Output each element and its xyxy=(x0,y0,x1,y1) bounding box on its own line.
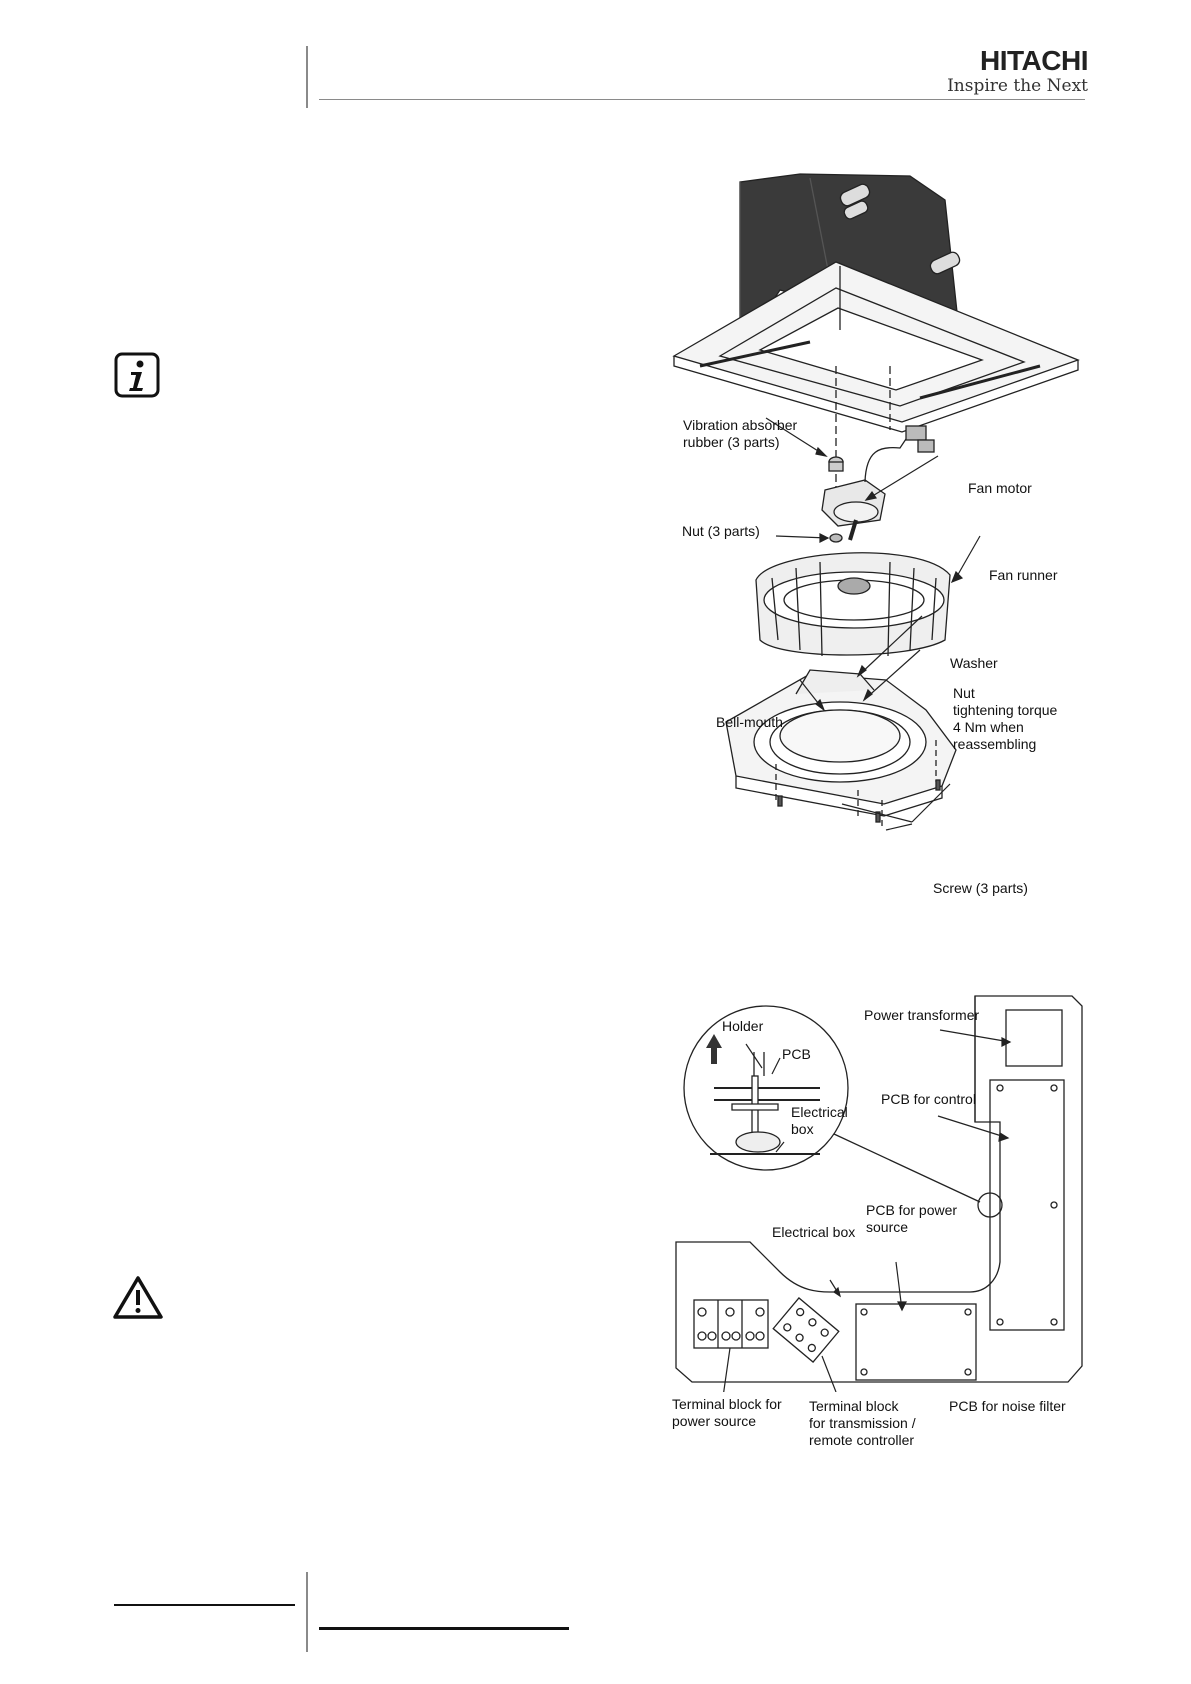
label-electrical-box: Electrical box xyxy=(772,1224,856,1240)
footer-right-rule xyxy=(319,1627,569,1630)
terminal-block-power xyxy=(693,1299,769,1349)
label-nut-2: tightening torque xyxy=(953,702,1058,718)
label-terminal-block-trans-3: remote controller xyxy=(809,1432,915,1448)
pcb-control-box xyxy=(989,1079,1065,1331)
header-vertical-rule xyxy=(306,46,308,108)
label-electrical-box-detail-1: Electrical xyxy=(791,1104,848,1120)
label-nut-3-parts: Nut (3 parts) xyxy=(682,523,760,539)
label-pcb-for-noise-filter: PCB for noise filter xyxy=(949,1398,1066,1414)
label-vibration-absorber-1: Vibration absorber xyxy=(683,417,798,433)
electrical-box-figure xyxy=(675,995,1083,1392)
label-pcb-for-power-source-2: source xyxy=(866,1219,909,1235)
label-terminal-block-power-1: Terminal block for xyxy=(672,1396,782,1412)
power-transformer-box xyxy=(1005,1009,1063,1067)
fan-assembly-figure xyxy=(672,173,1080,831)
footer-left-rule xyxy=(114,1604,295,1606)
label-fan-motor: Fan motor xyxy=(968,480,1032,496)
label-pcb: PCB xyxy=(782,1046,811,1062)
electrical-box-outline xyxy=(675,995,1083,1383)
label-pcb-for-power-source-1: PCB for power xyxy=(866,1202,958,1218)
label-holder: Holder xyxy=(722,1018,764,1034)
header-horizontal-rule xyxy=(319,99,1085,100)
footer-vertical-rule xyxy=(306,1572,308,1652)
brand-tagline: Inspire the Next xyxy=(947,76,1088,96)
label-fan-runner: Fan runner xyxy=(989,567,1058,583)
label-power-transformer: Power transformer xyxy=(864,1007,980,1023)
label-electrical-box-detail-2: box xyxy=(791,1121,814,1137)
label-bell-mouth: Bell-mouth xyxy=(716,714,783,730)
pcb-power-source-box xyxy=(855,1303,977,1381)
label-vibration-absorber-2: rubber (3 parts) xyxy=(683,434,780,450)
information-icon xyxy=(114,352,160,398)
label-terminal-block-trans-2: for transmission / xyxy=(809,1415,916,1431)
label-washer: Washer xyxy=(950,655,998,671)
terminal-block-transmission xyxy=(772,1297,840,1363)
label-nut-3: 4 Nm when xyxy=(953,719,1024,735)
label-terminal-block-power-2: power source xyxy=(672,1413,757,1429)
label-screw: Screw (3 parts) xyxy=(933,880,1028,896)
label-nut-1: Nut xyxy=(953,685,975,701)
brand-name: HITACHI xyxy=(980,45,1088,76)
holder-detail-circle xyxy=(683,1005,849,1171)
label-nut-4: reassembling xyxy=(953,736,1037,752)
brand-logo: HITACHI Inspire the Next xyxy=(947,45,1088,97)
warning-icon xyxy=(113,1276,163,1319)
label-terminal-block-trans-1: Terminal block xyxy=(809,1398,899,1414)
label-pcb-for-control: PCB for control xyxy=(881,1091,976,1107)
